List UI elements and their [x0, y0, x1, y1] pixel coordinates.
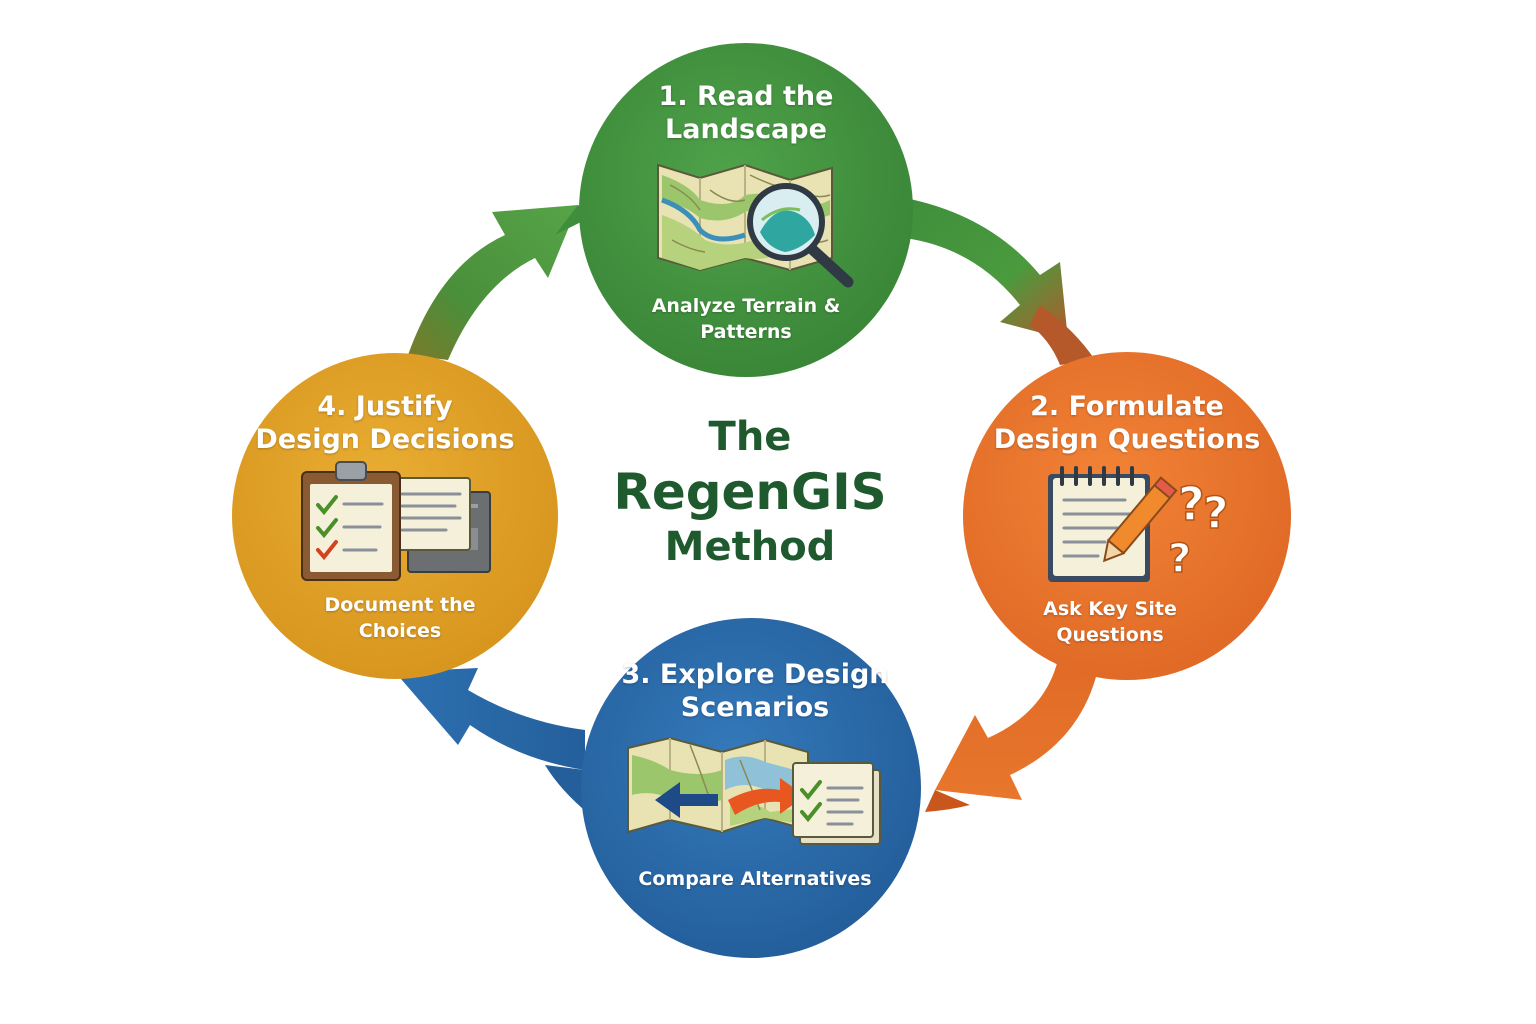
svg-text:?: ?: [1203, 488, 1229, 539]
svg-text:?: ?: [1168, 536, 1191, 582]
center-title-line-3: Method: [664, 524, 836, 570]
stage-1-title: 1. Read the Landscape: [658, 81, 834, 145]
arrow-1-to-2: [905, 198, 1095, 365]
stage-2-subtitle: Ask Key Site Questions: [1043, 598, 1177, 646]
stage-1-subtitle: Analyze Terrain & Patterns: [651, 295, 841, 343]
stage-4-subtitle: Document the Choices: [324, 594, 476, 642]
map-compare-icon: [627, 736, 881, 845]
clipboard-documents-icon: [301, 461, 491, 581]
center-title-line-1: The: [708, 414, 792, 460]
center-title-line-2: RegenGIS: [613, 463, 887, 521]
stage-3-title: 3. Explore Design Scenarios: [621, 659, 889, 723]
map-magnifier-icon: [657, 163, 854, 288]
center-title: The RegenGIS Method: [590, 412, 910, 572]
stage-2-title: 2. Formulate Design Questions: [993, 391, 1261, 455]
stage-3-subtitle: Compare Alternatives: [638, 868, 872, 890]
arrow-2-to-3: [925, 650, 1100, 812]
notepad-question-icon: ? ? ?: [1048, 466, 1229, 583]
svg-text:?: ?: [1178, 477, 1205, 531]
arrow-4-to-1: [408, 205, 595, 360]
stage-4-title: 4. Justify Design Decisions: [255, 391, 515, 455]
arrow-3-to-4: [395, 668, 594, 815]
